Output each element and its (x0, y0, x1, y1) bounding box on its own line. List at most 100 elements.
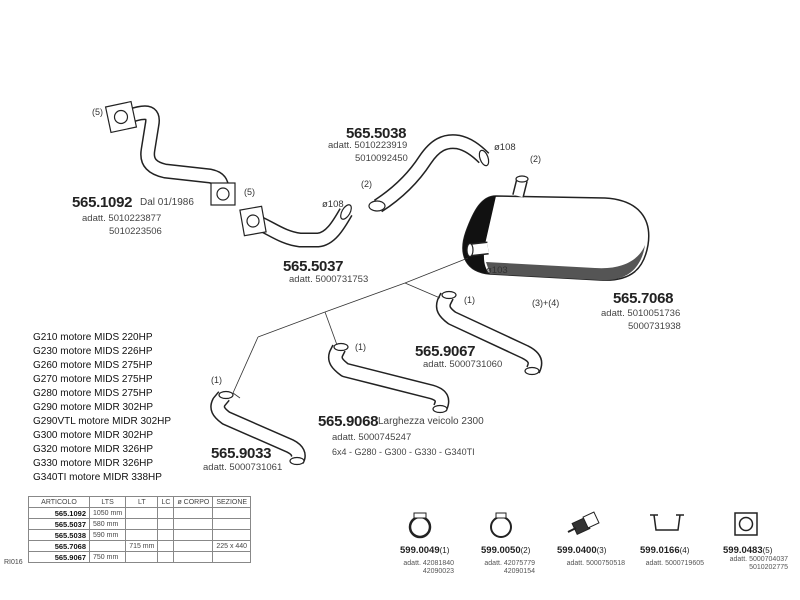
table-header-row: ARTICOLO LTS LT LC ø CORPO SEZIONE (28, 496, 252, 508)
cell-articolo: 565.5037 (28, 518, 90, 530)
application-item: G340TI motore MIDR 338HP (33, 472, 162, 483)
cell-sezione (212, 551, 252, 563)
adatt-565-7068: adatt. 5010051736 (601, 308, 681, 319)
gasket-icon (734, 512, 758, 536)
application-item: G280 motore MIDS 275HP (33, 388, 153, 399)
application-item: G300 motore MIDR 302HP (33, 430, 154, 441)
cell-articolo: 565.5038 (28, 529, 90, 541)
application-item: G330 motore MIDR 326HP (33, 458, 154, 469)
cell-lts: 580 mm (88, 518, 127, 530)
adatt-565-9067: adatt. 5000731060 (423, 359, 503, 370)
cell-lc (157, 540, 175, 552)
note-565-1092: Dal 01/1986 (140, 197, 194, 208)
accessory-code: 599.0049(1) (400, 545, 450, 556)
cell-corpo (173, 551, 214, 563)
cell-corpo (173, 529, 214, 541)
adatt-565-9068: adatt. 5000745247 (332, 432, 412, 443)
front-pipe-565-1092 (104, 100, 236, 206)
cell-lts: 750 mm (88, 551, 127, 563)
application-item: G260 motore MIDS 275HP (33, 360, 153, 371)
accessory-adatt: adatt. 5000719605 (645, 560, 704, 567)
table-row: 565.9067 750 mm (28, 551, 252, 563)
application-item: G290 motore MIDR 302HP (33, 402, 154, 413)
application-item: G290VTL motore MIDR 302HP (33, 416, 172, 427)
diam-565-7068: ø103 (486, 265, 508, 276)
qty-565-9068: (1) (355, 342, 366, 352)
clamp-icon (490, 512, 512, 538)
cell-corpo (173, 507, 214, 519)
cell-sezione (212, 529, 252, 541)
side-label: RI016 (4, 559, 23, 566)
cell-lc (157, 518, 175, 530)
application-item: G320 motore MIDR 326HP (33, 444, 154, 455)
bracket-icon (650, 514, 684, 531)
accessory-code: 599.0483(5) (723, 545, 773, 556)
col-header: LC (157, 496, 175, 508)
application-item: G210 motore MIDS 220HP (33, 332, 153, 343)
cell-articolo: 565.1092 (28, 507, 90, 519)
cell-sezione: 225 x 440 (212, 540, 252, 552)
qty-top-565-7068: (2) (530, 154, 541, 164)
col-header: SEZIONE (212, 496, 252, 508)
tail-pipe-565-9068 (327, 342, 450, 414)
application-item: G270 motore MIDS 275HP (33, 374, 153, 385)
cell-lc (157, 507, 175, 519)
qty-565-9067: (1) (464, 295, 475, 305)
code-565-9067: 565.9067 (415, 343, 476, 360)
option-connector-lines (232, 257, 469, 399)
adatt-565-5038: adatt. 5010223919 (328, 140, 408, 151)
specs-table: ARTICOLO LTS LT LC ø CORPO SEZIONE 565.1… (28, 496, 252, 563)
clamp-icon (408, 512, 432, 539)
table-row: 565.1092 1050 mm (28, 507, 252, 519)
table-row: 565.5038 590 mm (28, 529, 252, 541)
col-header: LTS (88, 496, 127, 508)
tail-pipe-565-9067 (435, 290, 543, 376)
table-row: 565.5037 580 mm (28, 518, 252, 530)
adatt2-565-1092: 5010223506 (109, 226, 162, 237)
cell-lc (157, 529, 175, 541)
cell-sezione (212, 507, 252, 519)
cell-lc (157, 551, 175, 563)
cell-corpo (173, 540, 214, 552)
adatt-565-5037: adatt. 5000731753 (289, 274, 369, 285)
accessory-code: 599.0400(3) (557, 545, 607, 556)
adatt2-565-7068: 5000731938 (628, 321, 681, 332)
application-item: G230 motore MIDS 226HP (33, 346, 153, 357)
rubber-mount-icon (567, 511, 600, 536)
cell-corpo (173, 518, 214, 530)
variants-565-9068: 6x4 - G280 - G300 - G330 - G340TI (332, 447, 475, 457)
code-565-5038: 565.5038 (346, 125, 407, 142)
cell-lt (125, 507, 159, 519)
code-565-1092: 565.1092 (72, 194, 133, 211)
adatt-565-9033: adatt. 5000731061 (203, 462, 283, 473)
flange-bottom (210, 182, 236, 206)
accessory-adatt: adatt. 5000750518 (566, 560, 625, 567)
qty-565-1092: (5) (92, 107, 103, 117)
col-header: LT (125, 496, 159, 508)
intermediate-pipe-565-5037 (239, 204, 353, 248)
cell-lt: 715 mm (125, 540, 159, 552)
accessory-code: 599.0166(4) (640, 545, 690, 556)
code-565-9033: 565.9033 (211, 445, 272, 462)
cell-articolo: 565.7068 (28, 540, 90, 552)
cell-lts: 590 mm (88, 529, 127, 541)
flange-top (104, 100, 138, 134)
code-565-9068: 565.9068 (318, 413, 379, 430)
tail-pipe-565-9033 (210, 390, 306, 466)
adatt-565-1092: adatt. 5010223877 (82, 213, 162, 224)
diam-565-5037: ø108 (322, 199, 344, 210)
qty-565-5037: (5) (244, 187, 255, 197)
accessory-code: 599.0050(2) (481, 545, 531, 556)
col-header: ø CORPO (173, 496, 214, 508)
col-header: ARTICOLO (28, 496, 90, 508)
cell-lts: 1050 mm (88, 507, 127, 519)
qty-565-9033: (1) (211, 375, 222, 385)
note-565-9068: Larghezza veicolo 2300 (378, 416, 484, 427)
cell-lts (88, 540, 127, 552)
cell-lt (125, 551, 159, 563)
cell-lt (125, 529, 159, 541)
